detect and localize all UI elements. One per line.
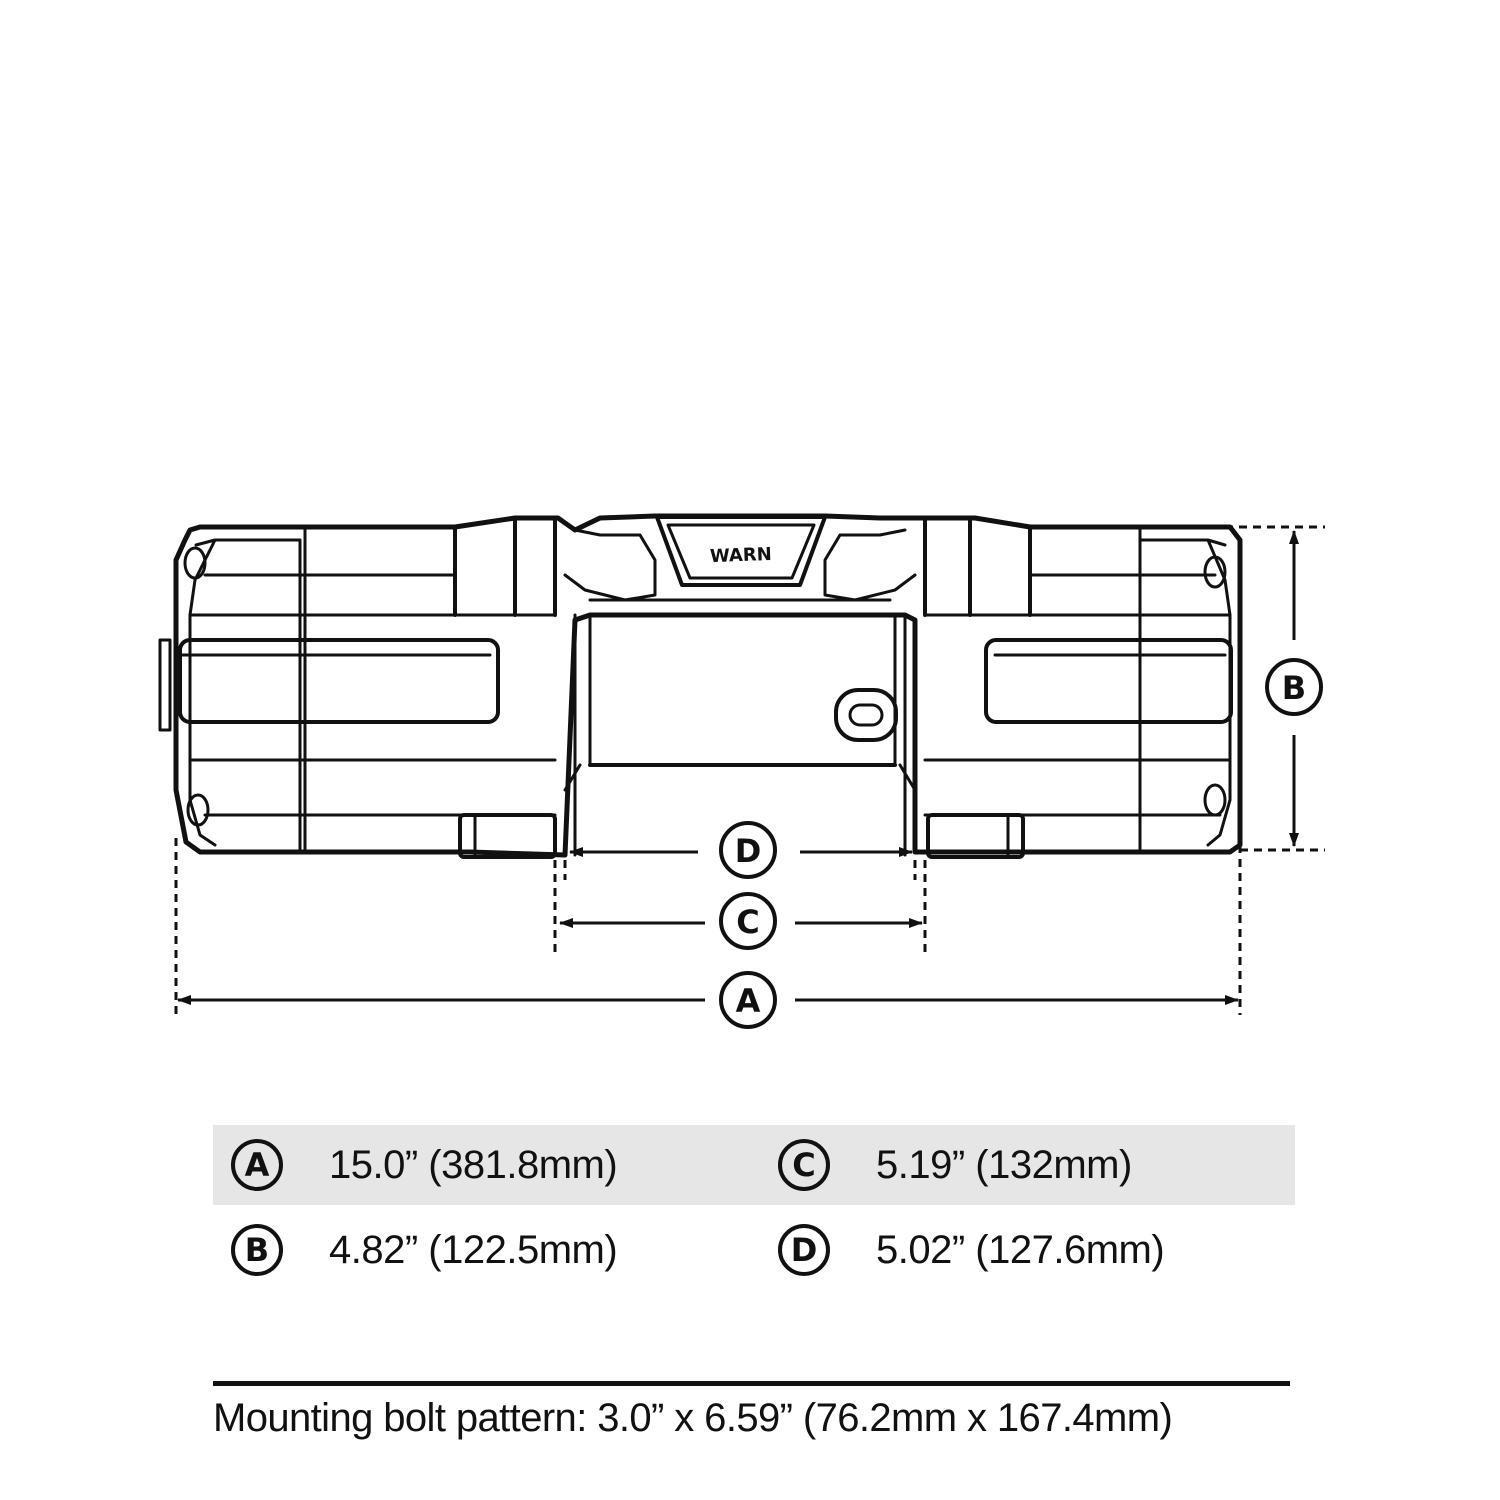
legend-item-c: C 5.19” (132mm) (778, 1125, 1132, 1205)
legend-badge-c: C (778, 1139, 830, 1191)
winch-dimension-drawing: WARN A C D B (158, 513, 1325, 1029)
legend-value-b: 4.82” (122.5mm) (329, 1227, 618, 1272)
legend-row-2: B 4.82” (122.5mm) D 5.02” (127.6mm) (213, 1210, 1295, 1290)
legend-badge-b: B (231, 1224, 283, 1276)
dimension-a-label: A (736, 982, 761, 1020)
dimension-b: B (1265, 530, 1323, 847)
legend-item-b: B 4.82” (122.5mm) (231, 1210, 618, 1290)
mounting-bolt-pattern-note: Mounting bolt pattern: 3.0” x 6.59” (76.… (213, 1396, 1173, 1440)
legend-row-1: A 15.0” (381.8mm) C 5.19” (132mm) (213, 1125, 1295, 1205)
legend-badge-d: D (778, 1224, 830, 1276)
winch-outline (158, 513, 1243, 859)
dimension-d-label: D (735, 832, 762, 870)
legend-badge-a: A (231, 1139, 283, 1191)
dimension-c: C (559, 892, 923, 950)
legend-value-a: 15.0” (381.8mm) (329, 1142, 618, 1187)
warn-logo: WARN (710, 544, 773, 567)
dimension-b-label: B (1282, 669, 1306, 707)
legend-item-a: A 15.0” (381.8mm) (231, 1125, 618, 1205)
extension-lines (174, 525, 1325, 1015)
legend-item-d: D 5.02” (127.6mm) (778, 1210, 1165, 1290)
legend-value-d: 5.02” (127.6mm) (876, 1227, 1165, 1272)
dimension-c-label: C (736, 903, 759, 941)
footnote-divider (213, 1381, 1290, 1386)
dimension-a: A (177, 971, 1239, 1029)
legend-value-c: 5.19” (132mm) (876, 1142, 1132, 1187)
dimension-d: D (569, 821, 913, 879)
